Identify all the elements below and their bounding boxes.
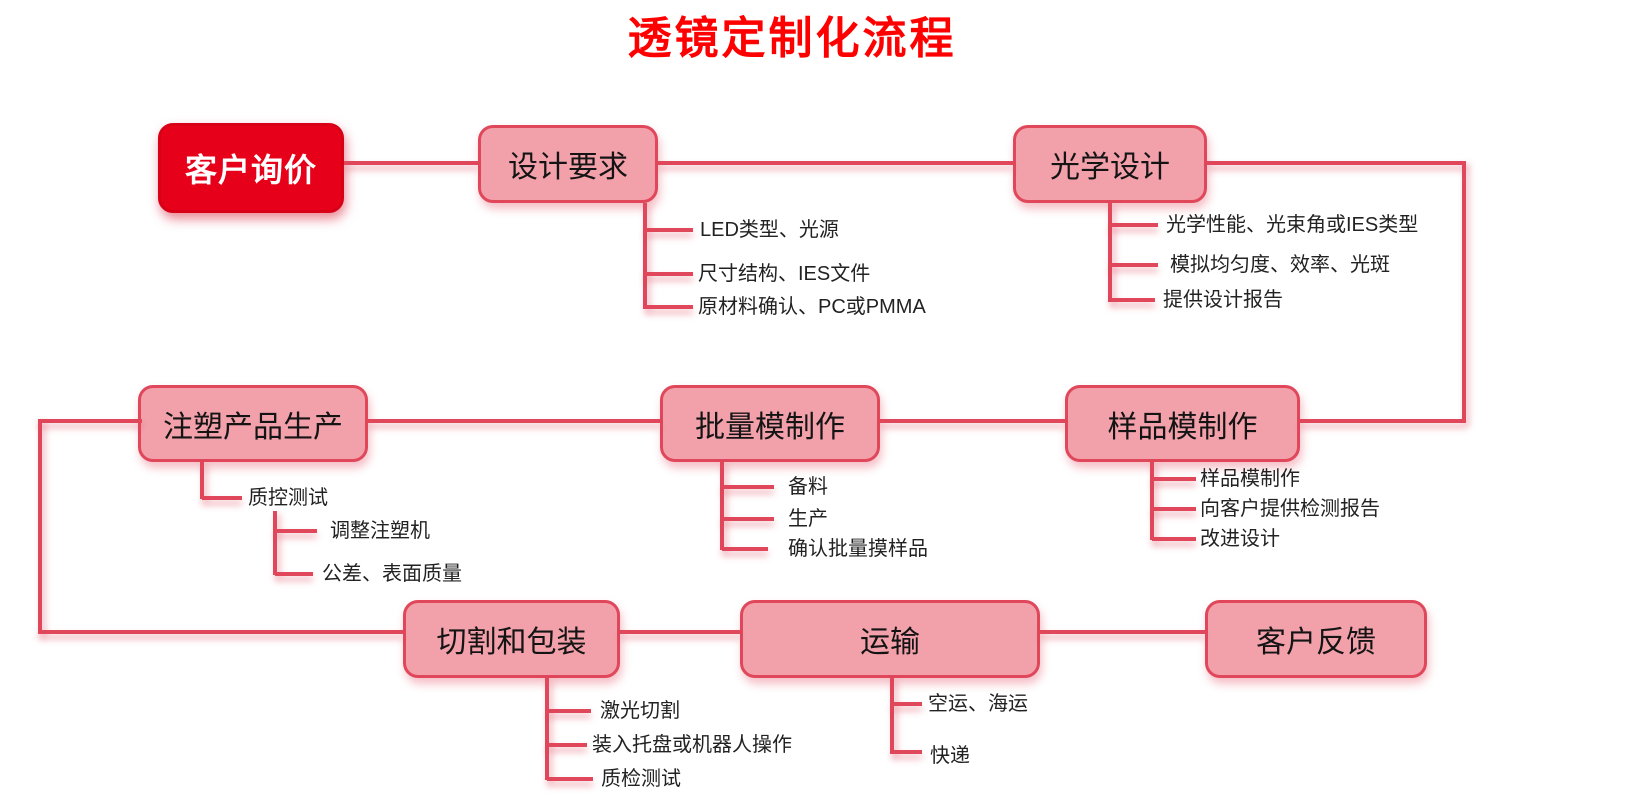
connector-transport-to-feedback — [1040, 630, 1205, 634]
node-customer-inquiry: 客户询价 — [158, 123, 344, 213]
node-transport-label: 运输 — [860, 626, 920, 659]
page-title: 透镜定制化流程 — [627, 14, 957, 63]
leaf-air-sea-freight: 空运、海运 — [928, 693, 1028, 715]
connector-cutting-to-transport — [620, 630, 740, 634]
optical-design-branch — [1110, 223, 1158, 227]
leaf-laser-cutting: 激光切割 — [600, 700, 680, 722]
connector-sample-to-batch — [880, 419, 1065, 423]
leaf-qc-test: 质控测试 — [248, 487, 328, 509]
leaf-express: 快递 — [930, 745, 970, 767]
node-injection-production-label: 注塑产品生产 — [163, 410, 343, 444]
design-requirements-branch — [645, 228, 693, 232]
injection-production-branch — [202, 496, 242, 500]
node-injection-production: 注塑产品生产 — [138, 385, 368, 462]
node-customer-inquiry-label: 客户询价 — [184, 152, 317, 188]
connector-optical-to-right-edge — [1207, 161, 1466, 165]
sample-mold-branch — [1152, 507, 1196, 511]
design-requirements-branch — [645, 272, 693, 276]
leaf-quality-inspection: 质检测试 — [601, 768, 681, 790]
connector-right-to-sample — [1300, 419, 1466, 423]
leaf-raw-material: 原材料确认、PC或PMMA — [698, 296, 926, 318]
batch-mold-branch — [722, 547, 768, 551]
design-requirements-spine — [643, 203, 647, 309]
leaf-design-report: 提供设计报告 — [1163, 289, 1283, 311]
transport-branch — [892, 702, 922, 706]
leaf-dimension-ies: 尺寸结构、IES文件 — [698, 263, 871, 285]
qc-test-spine — [273, 511, 277, 575]
connector-inquiry-to-design — [344, 161, 478, 165]
node-customer-feedback: 客户反馈 — [1205, 600, 1427, 678]
node-transport: 运输 — [740, 600, 1040, 678]
leaf-improve-design: 改进设计 — [1200, 528, 1280, 550]
batch-mold-branch — [722, 485, 774, 489]
optical-design-spine — [1108, 203, 1112, 302]
connector-design-to-optical — [658, 161, 1013, 165]
leaf-adjust-machine: 调整注塑机 — [330, 520, 430, 542]
cutting-packaging-spine — [545, 678, 549, 780]
cutting-packaging-branch — [547, 743, 587, 747]
node-design-requirements: 设计要求 — [478, 125, 658, 203]
optical-design-branch — [1110, 298, 1155, 302]
connector-batch-to-injection — [368, 419, 660, 423]
cutting-packaging-branch — [547, 709, 591, 713]
cutting-packaging-branch — [547, 777, 593, 781]
node-customer-feedback-label: 客户反馈 — [1256, 626, 1376, 659]
leaf-sample-mold: 样品模制作 — [1200, 468, 1300, 490]
node-design-requirements-label: 设计要求 — [508, 151, 628, 184]
node-batch-mold-making: 批量模制作 — [660, 385, 880, 462]
node-sample-mold-making-label: 样品模制作 — [1107, 410, 1258, 444]
transport-branch — [892, 750, 922, 754]
sample-mold-spine — [1150, 462, 1154, 540]
node-optical-design: 光学设计 — [1013, 125, 1207, 203]
leaf-optical-performance: 光学性能、光束角或IES类型 — [1166, 214, 1419, 236]
transport-spine — [890, 678, 894, 754]
connector-injection-to-left-edge — [38, 419, 142, 423]
sample-mold-branch — [1152, 537, 1196, 541]
node-cutting-packaging: 切割和包装 — [403, 600, 620, 678]
optical-design-branch — [1110, 263, 1158, 267]
design-requirements-branch — [645, 305, 693, 309]
qc-test-branch — [275, 529, 317, 533]
injection-production-spine — [200, 462, 204, 499]
sample-mold-branch — [1152, 477, 1196, 481]
leaf-simulation: 模拟均匀度、效率、光斑 — [1170, 254, 1390, 276]
leaf-production: 生产 — [788, 508, 828, 530]
leaf-tray-robot: 装入托盘或机器人操作 — [592, 734, 792, 756]
connector-right-vertical — [1462, 161, 1466, 423]
connector-left-vertical — [38, 419, 42, 634]
qc-test-branch — [275, 572, 313, 576]
leaf-tolerance-surface: 公差、表面质量 — [322, 563, 462, 585]
node-cutting-packaging-label: 切割和包装 — [436, 626, 587, 659]
leaf-test-report: 向客户提供检测报告 — [1200, 498, 1380, 520]
connector-left-to-cutting — [38, 630, 403, 634]
leaf-material-prep: 备料 — [788, 476, 828, 498]
node-optical-design-label: 光学设计 — [1050, 151, 1170, 184]
batch-mold-branch — [722, 517, 774, 521]
leaf-confirm-batch-sample: 确认批量摸样品 — [788, 538, 928, 560]
node-sample-mold-making: 样品模制作 — [1065, 385, 1300, 462]
leaf-led-type: LED类型、光源 — [700, 219, 839, 241]
node-batch-mold-making-label: 批量模制作 — [695, 410, 845, 444]
batch-mold-spine — [720, 462, 724, 550]
